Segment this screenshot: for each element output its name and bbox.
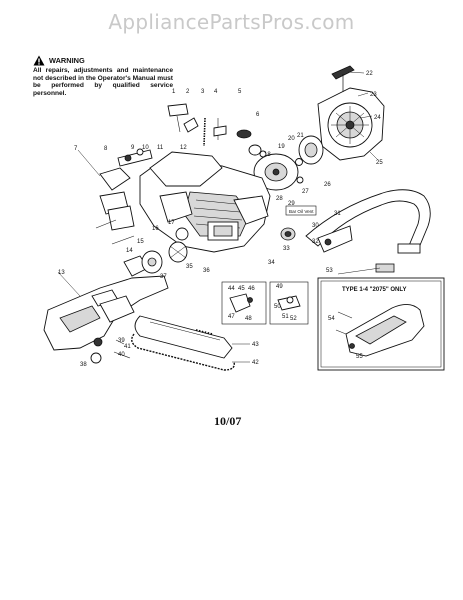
part-label: 22: [366, 71, 373, 77]
part-label: 31: [334, 211, 341, 217]
top-cover-parts: [167, 103, 262, 156]
part-label: 33: [283, 246, 290, 252]
part-label: 52: [290, 316, 297, 322]
part-label: 18: [264, 152, 271, 158]
fuel-cap: [280, 227, 296, 241]
part-label: 36: [203, 268, 210, 274]
oil-vent-callout: Bar Oil Vent: [285, 205, 317, 216]
part-label: 13: [58, 270, 65, 276]
part-label: 37: [160, 274, 167, 280]
clutch-parts: [123, 227, 189, 277]
date-code: 10/07: [214, 414, 242, 428]
part-label: 5: [238, 89, 242, 95]
part-label: 30: [312, 223, 319, 229]
part-label: 53: [326, 268, 333, 274]
part-label: 55: [356, 354, 363, 360]
engine-body: [139, 151, 271, 253]
part-label: 2: [186, 89, 190, 95]
part-number-labels: 1 2 3 4 5 6 7 8 9 10 11 12 13 14 15 16 1…: [58, 71, 383, 368]
pulley-assembly: [253, 135, 324, 191]
part-label: 10: [142, 145, 149, 151]
part-label: 25: [376, 160, 383, 166]
part-label: 12: [180, 145, 187, 151]
warning-notice: WARNING All repairs, adjustments and mai…: [33, 55, 173, 97]
part-label: 54: [328, 316, 335, 322]
type-inset-box: TYPE 1-4 "2075" ONLY: [317, 277, 445, 371]
inset-small-parts: [221, 281, 309, 325]
part-label: 24: [374, 115, 381, 121]
part-label: 4: [214, 89, 218, 95]
oil-vent-label: Bar Oil Vent: [289, 209, 314, 214]
type-inset-title: TYPE 1-4 "2075" ONLY: [342, 287, 407, 293]
part-label: 50: [274, 304, 281, 310]
part-label: 47: [228, 314, 235, 320]
part-label: 46: [248, 286, 255, 292]
part-label: 23: [370, 92, 377, 98]
part-label: 51: [282, 314, 289, 320]
part-label: 26: [324, 182, 331, 188]
part-label: 34: [268, 260, 275, 266]
part-label: 49: [276, 284, 283, 290]
side-cover: [43, 275, 169, 364]
part-label: 43: [252, 342, 259, 348]
part-label: 40: [118, 352, 125, 358]
part-label: 48: [245, 316, 252, 322]
part-label: 28: [276, 196, 283, 202]
part-label: 11: [157, 145, 164, 151]
part-label: 8: [104, 146, 108, 152]
part-label: 9: [131, 145, 135, 151]
warning-text: All repairs, adjustments and maintenance…: [33, 67, 173, 97]
part-label: 19: [278, 144, 285, 150]
warning-heading: WARNING: [33, 55, 173, 66]
part-label: 27: [302, 189, 309, 195]
guide-bar: [134, 315, 233, 359]
part-label: 42: [252, 360, 259, 366]
part-label: 20: [288, 136, 295, 142]
part-label: 44: [228, 286, 235, 292]
saw-chain: [131, 333, 235, 371]
part-label: 38: [80, 362, 87, 368]
part-label: 35: [186, 264, 193, 270]
leader-lines: [57, 71, 381, 363]
warning-triangle-icon: [33, 55, 45, 66]
front-handle: [305, 189, 431, 273]
part-label: 6: [256, 112, 260, 118]
part-label: 32: [312, 239, 319, 245]
part-label: 1: [172, 89, 176, 95]
part-label: 3: [201, 89, 205, 95]
part-label: 14: [126, 248, 133, 254]
part-label: 21: [297, 133, 304, 139]
watermark-text: AppliancePartsPros.com: [108, 10, 355, 34]
part-label: 17: [168, 220, 175, 226]
part-label: 7: [74, 146, 78, 152]
part-label: 41: [124, 344, 131, 350]
starter-housing: [317, 87, 385, 161]
rear-handle-parts: [95, 148, 153, 245]
starter-handle: [331, 65, 355, 92]
part-label: 16: [152, 226, 159, 232]
warning-title: WARNING: [49, 55, 85, 65]
part-label: 29: [288, 201, 295, 207]
part-label: 45: [238, 286, 245, 292]
part-label: 39: [118, 338, 125, 344]
part-label: 15: [137, 239, 144, 245]
